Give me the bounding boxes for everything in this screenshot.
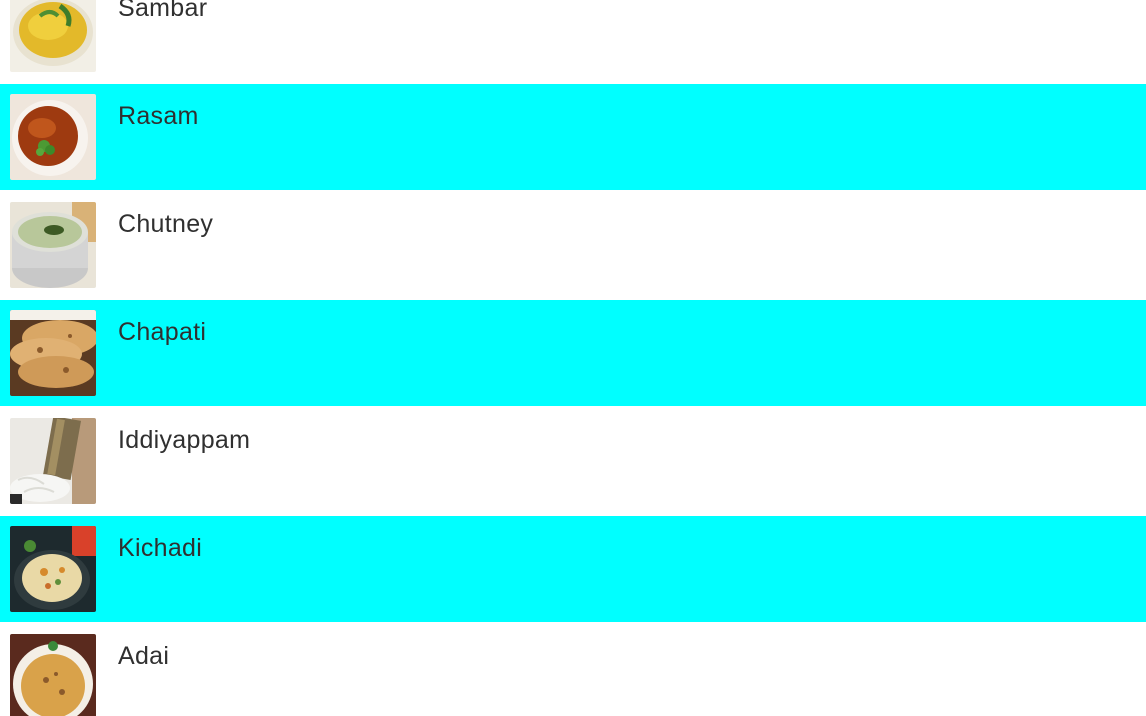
list-item-chapati[interactable]: Chapati xyxy=(0,300,1146,406)
rasam-thumbnail xyxy=(10,94,96,180)
kichadi-thumbnail xyxy=(10,526,96,612)
sambar-thumbnail xyxy=(10,0,96,72)
adai-thumbnail xyxy=(10,634,96,716)
list-item-rasam[interactable]: Rasam xyxy=(0,84,1146,190)
list-item-label: Kichadi xyxy=(118,534,203,562)
chutney-thumbnail xyxy=(10,202,96,288)
list-item-sambar[interactable]: Sambar xyxy=(0,0,1146,82)
list-item-iddiyappam[interactable]: Iddiyappam xyxy=(0,408,1146,514)
list-item-label: Iddiyappam xyxy=(118,426,251,454)
chapati-thumbnail xyxy=(10,310,96,396)
list-item-label: Sambar xyxy=(118,0,208,22)
list-item-adai[interactable]: Adai xyxy=(0,624,1146,716)
list-item-chutney[interactable]: Chutney xyxy=(0,192,1146,298)
iddiyappam-thumbnail xyxy=(10,418,96,504)
list-item-kichadi[interactable]: Kichadi xyxy=(0,516,1146,622)
list-item-label: Chutney xyxy=(118,210,214,238)
list-item-label: Chapati xyxy=(118,318,207,346)
list-item-label: Rasam xyxy=(118,102,199,130)
list-item-label: Adai xyxy=(118,642,170,670)
